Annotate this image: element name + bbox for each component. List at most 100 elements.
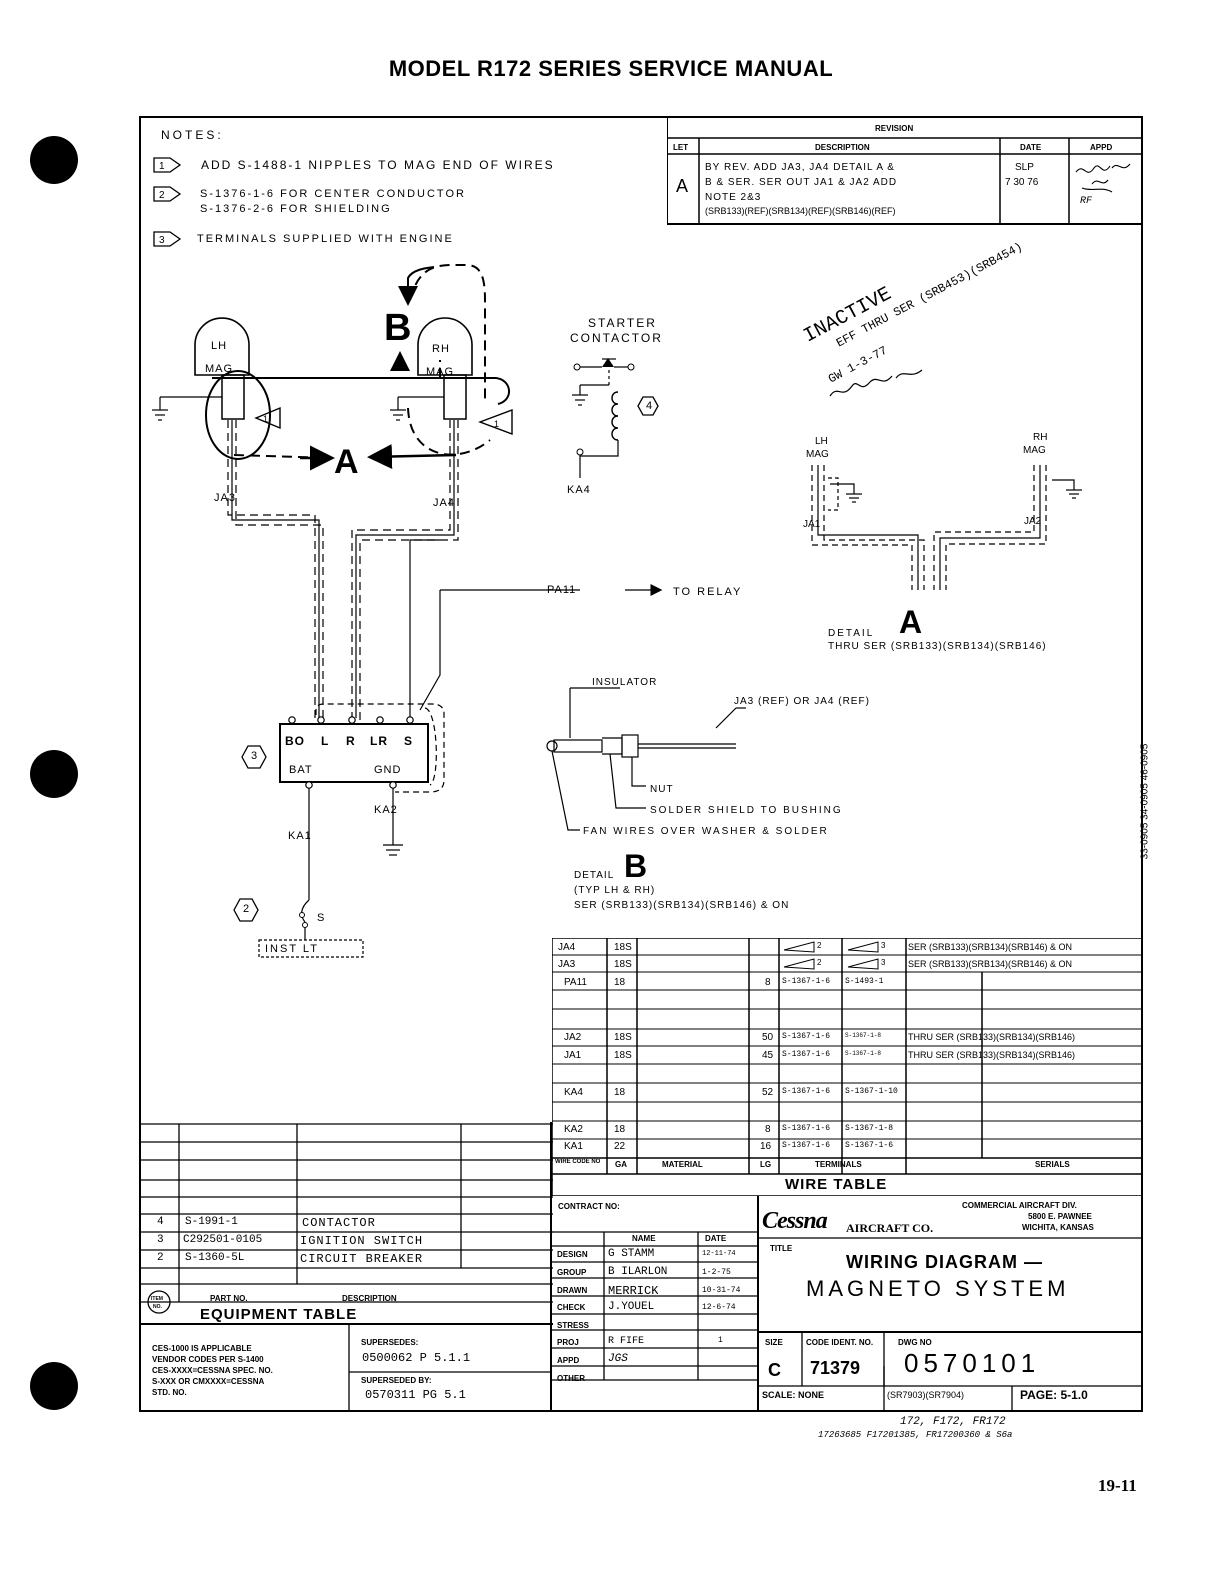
wire-row-11-t1: S-1367-1-6 (782, 1141, 831, 1150)
title-block-grid (552, 1196, 1143, 1412)
binder-hole-bottom (30, 1362, 78, 1410)
svg-text:1: 1 (159, 161, 165, 172)
note-3-text: TERMINALS SUPPLIED WITH ENGINE (197, 233, 454, 245)
sign-role-proj: PROJ (557, 1338, 579, 1347)
wire-row-11-lg: 16 (760, 1141, 772, 1152)
note-2-text: S-1376-1-6 FOR CENTER CONDUCTOR (200, 188, 466, 200)
effectivity-value: (SR7903)(SR7904) (887, 1390, 965, 1400)
svg-text:1: 1 (494, 419, 499, 429)
company-division: COMMERCIAL AIRCRAFT DIV. (962, 1201, 1077, 1210)
revision-let-header: LET (673, 143, 689, 152)
tb-name-header: NAME (632, 1234, 656, 1243)
wire-row-8-lg: 52 (762, 1087, 774, 1098)
wire-row-1-serials: SER (SRB133)(SRB134)(SRB146) & ON (908, 959, 1073, 969)
wire-table-grid (552, 941, 1142, 1140)
wire-row-10-t1: S-1367-1-6 (782, 1124, 831, 1133)
sign-name-design: G STAMM (608, 1248, 655, 1260)
drawing-title-2: MAGNETO SYSTEM (806, 1276, 1070, 1301)
equip-row-1-desc: IGNITION SWITCH (300, 1234, 424, 1248)
wire-row-5-serials: THRU SER (SRB133)(SRB134)(SRB146) (908, 1032, 1076, 1042)
note-1-text: ADD S-1488-1 NIPPLES TO MAG END OF WIRES (201, 158, 555, 172)
sign-name-group: B ILARLON (608, 1266, 668, 1278)
lh-mag-label-2: MAG (205, 363, 234, 375)
revision-desc-line-1: BY REV. ADD JA3, JA4 DETAIL A & (705, 162, 895, 173)
equip-row-1-part: C292501-0105 (183, 1234, 263, 1246)
starter-contactor-label-2: CONTACTOR (570, 331, 663, 345)
tb-note-3: CES-XXXX=CESSNA SPEC. NO. (152, 1366, 273, 1375)
superseded-by-value: 0570311 PG 5.1 (365, 1388, 466, 1402)
footer-effectivity-1: 172, F172, FR172 (900, 1416, 1006, 1428)
lh-mag-label-1: LH (211, 340, 228, 352)
wire-row-11-t2: S-1367-1-6 (845, 1141, 894, 1150)
wire-row-10-ga: 18 (614, 1124, 626, 1135)
wire-row-1-t1: 2 (817, 958, 822, 967)
wire-row-10-code: KA2 (564, 1124, 583, 1135)
supersedes-value: 0500062 P 5.1.1 (362, 1351, 471, 1365)
equip-row-2-item: 2 (157, 1252, 164, 1264)
wire-row-8-t1: S-1367-1-6 (782, 1087, 831, 1096)
detail-a-lh-label-2: MAG (806, 449, 829, 460)
revision-appd: RF (1080, 196, 1093, 207)
supersedes-label: SUPERSEDES: (361, 1338, 419, 1347)
wire-row-1-code: JA3 (558, 959, 576, 970)
wire-header-ga: GA (615, 1160, 627, 1169)
switch-terminal-r: R (346, 734, 356, 748)
code-ident-value: 71379 (810, 1358, 861, 1378)
wire-label-ja3: JA3 (214, 492, 236, 504)
equip-row-1-item: 3 (157, 1234, 164, 1246)
detail-b-ref: JA3 (REF) OR JA4 (REF) (734, 696, 870, 707)
dwg-no-label: DWG NO (898, 1338, 932, 1347)
rh-mag-label-2: MAG (426, 366, 455, 378)
wire-row-10-t2: S-1367-1-8 (845, 1124, 894, 1133)
equip-row-0-desc: CONTACTOR (302, 1216, 376, 1230)
detail-a-drawing (811, 465, 1082, 590)
wire-row-10-lg: 8 (765, 1124, 771, 1135)
detail-a-ja2-label: JA2 (1024, 516, 1042, 527)
contract-no-label: CONTRACT NO: (558, 1202, 620, 1211)
wire-label-ka1: KA1 (288, 830, 312, 842)
revision-desc-header: DESCRIPTION (815, 143, 870, 152)
code-ident-label: CODE IDENT. NO. (806, 1338, 874, 1347)
scale-value: SCALE: NONE (762, 1390, 825, 1400)
wire-row-1-ga: 18S (614, 959, 632, 970)
wire-row-6-lg: 45 (762, 1050, 774, 1061)
dwg-no-value: 0570101 (904, 1348, 1041, 1378)
revision-desc-line-4: (SRB133)(REF)(SRB134)(REF)(SRB146)(REF) (705, 206, 896, 216)
wire-row-2-t1: S-1367-1-6 (782, 977, 831, 986)
wire-row-0-ga: 18S (614, 942, 632, 953)
wire-row-8-code: KA4 (564, 1087, 583, 1098)
sign-name-check: J.YOUEL (608, 1301, 655, 1313)
svg-text:3: 3 (159, 235, 165, 246)
size-label: SIZE (765, 1338, 783, 1347)
drawing-title-1: WIRING DIAGRAM — (846, 1252, 1043, 1272)
note-flag-icons: 1 2 3 (153, 157, 182, 247)
sign-role-stress: STRESS (557, 1321, 590, 1330)
wire-header-code: WIRE CODE NO (555, 1159, 601, 1165)
rh-mag-symbol: 1 (390, 317, 513, 436)
detail-b-solder: SOLDER SHIELD TO BUSHING (650, 805, 843, 816)
sign-date-check: 12-6-74 (702, 1303, 736, 1312)
wire-row-6-serials: THRU SER (SRB133)(SRB134)(SRB146) (908, 1050, 1076, 1060)
wire-row-5-t1: S-1367-1-6 (782, 1032, 831, 1041)
note-2-text-2: S-1376-2-6 FOR SHIELDING (200, 203, 392, 215)
wire-row-0-t2: 3 (881, 941, 886, 950)
breaker-s-label: S (317, 912, 326, 924)
equipment-table-title: EQUIPMENT TABLE (200, 1306, 358, 1323)
wire-row-2-ga: 18 (614, 977, 626, 988)
size-value: C (768, 1360, 781, 1380)
tb-note-2: VENDOR CODES PER S-1400 (152, 1355, 264, 1364)
binder-hole-top (30, 136, 78, 184)
switch-terminal-s: S (404, 734, 414, 748)
sign-role-drawn: DRAWN (557, 1286, 588, 1295)
sign-role-other: OTHER (557, 1374, 585, 1383)
sign-date-drawn: 10-31-74 (702, 1286, 741, 1295)
svg-text:2: 2 (159, 190, 165, 201)
superseded-by-label: SUPERSEDED BY: (361, 1376, 432, 1385)
svg-text:1: 1 (263, 414, 268, 424)
detail-b-drawing (546, 687, 746, 831)
wire-header-material: MATERIAL (662, 1160, 703, 1169)
binder-hole-middle (30, 750, 78, 798)
wire-table-title: WIRE TABLE (785, 1176, 888, 1193)
wire-row-1-t2: 3 (881, 958, 886, 967)
sign-name-proj: R FIFE (608, 1336, 645, 1347)
